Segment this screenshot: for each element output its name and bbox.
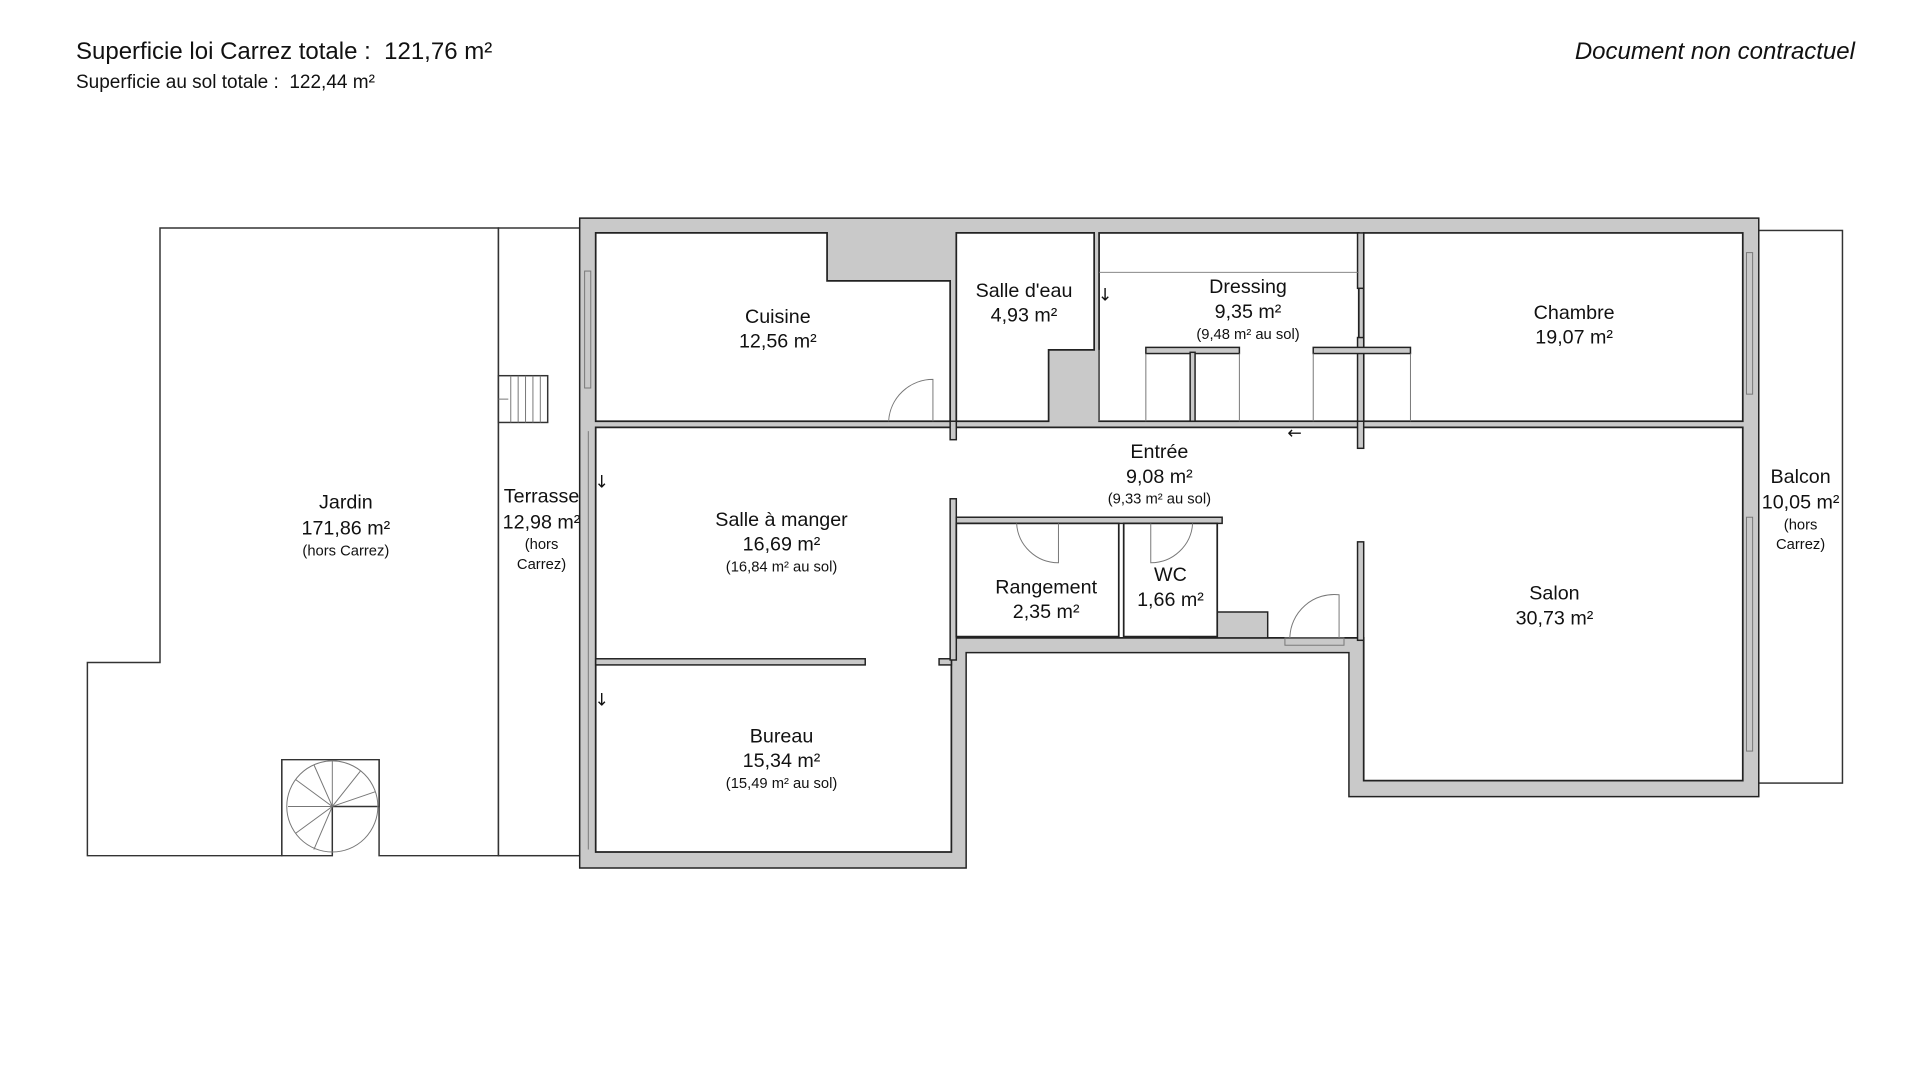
room-area: 171,86 m² xyxy=(302,517,391,539)
room-area: 1,66 m² xyxy=(1137,589,1204,611)
room-name: WC xyxy=(1154,564,1187,586)
room-sub: (15,49 m² au sol) xyxy=(726,776,838,792)
direction-arrows: ↓ ← ↓ ↓ xyxy=(594,286,1301,711)
room-area: 12,98 m² xyxy=(503,511,581,533)
room-area: 2,35 m² xyxy=(1013,601,1080,623)
rangement-room xyxy=(955,522,1120,638)
room-name: Entrée xyxy=(1130,441,1188,463)
room-area: 16,69 m² xyxy=(743,533,821,555)
windows xyxy=(584,252,1754,850)
disclaimer: Document non contractuel xyxy=(1574,38,1855,65)
label-dressing: Dressing 9,35 m² (9,48 m² au sol) xyxy=(1196,276,1299,343)
cuisine-room xyxy=(594,232,952,423)
chambre-room xyxy=(1362,232,1744,423)
label-salle-manger: Salle à manger 16,69 m² (16,84 m² au sol… xyxy=(715,509,848,576)
sol-total: Superficie au sol totale : 122,44 m² xyxy=(76,72,375,94)
room-sub: (hors xyxy=(1784,518,1818,534)
dressing-room xyxy=(1098,232,1360,423)
room-name: Cuisine xyxy=(745,306,811,328)
room-sub: (9,33 m² au sol) xyxy=(1108,492,1211,508)
balcon-area xyxy=(1758,229,1844,784)
wc-room xyxy=(1122,522,1219,638)
room-area: 9,35 m² xyxy=(1215,301,1282,323)
sol-label: Superficie au sol totale : xyxy=(76,72,279,93)
room-area: 19,07 m² xyxy=(1535,327,1613,349)
label-salle-eau: Salle d'eau 4,93 m² xyxy=(976,280,1073,327)
label-balcon: Balcon 10,05 m² (hors Carrez) xyxy=(1762,466,1840,553)
label-wc: WC 1,66 m² xyxy=(1137,564,1204,611)
stairs-icon xyxy=(497,374,549,424)
carrez-label: Superficie loi Carrez totale : xyxy=(76,38,371,65)
room-area: 9,08 m² xyxy=(1126,466,1193,488)
room-area: 4,93 m² xyxy=(991,305,1058,327)
label-jardin: Jardin 171,86 m² (hors Carrez) xyxy=(302,492,391,560)
room-sub: Carrez) xyxy=(517,557,566,573)
arrow-down-icon: ↓ xyxy=(594,473,608,493)
terrasse-area xyxy=(497,227,581,857)
label-terrasse: Terrasse 12,98 m² (hors Carrez) xyxy=(503,485,581,572)
doors xyxy=(888,378,1345,646)
label-chambre: Chambre 19,07 m² xyxy=(1534,302,1615,349)
room-name: Jardin xyxy=(319,492,373,514)
label-cuisine: Cuisine 12,56 m² xyxy=(739,306,817,353)
room-name: Chambre xyxy=(1534,302,1615,324)
room-name: Balcon xyxy=(1771,466,1831,488)
room-name: Salon xyxy=(1529,583,1579,605)
sol-value: 122,44 m² xyxy=(289,72,375,93)
room-sub: Carrez) xyxy=(1776,537,1825,553)
room-area: 30,73 m² xyxy=(1516,607,1594,629)
room-name: Bureau xyxy=(750,725,814,747)
arrow-down-icon: ↓ xyxy=(1098,286,1112,306)
room-area: 10,05 m² xyxy=(1762,492,1840,514)
label-rangement: Rangement 2,35 m² xyxy=(995,577,1097,624)
room-sub: (9,48 m² au sol) xyxy=(1196,327,1299,343)
room-area: 12,56 m² xyxy=(739,330,817,352)
label-salon: Salon 30,73 m² xyxy=(1516,583,1594,630)
room-area: 15,34 m² xyxy=(743,750,821,772)
room-name: Rangement xyxy=(995,577,1097,599)
label-bureau: Bureau 15,34 m² (15,49 m² au sol) xyxy=(726,725,838,792)
room-sub: (hors Carrez) xyxy=(302,543,389,559)
room-sub: (16,84 m² au sol) xyxy=(726,559,838,575)
room-name: Terrasse xyxy=(504,485,580,507)
room-name: Salle à manger xyxy=(715,509,848,531)
carrez-total: Superficie loi Carrez totale : 121,76 m² xyxy=(76,38,492,66)
arrow-left-icon: ← xyxy=(1287,423,1301,443)
room-name: Salle d'eau xyxy=(976,280,1073,302)
label-entree: Entrée 9,08 m² (9,33 m² au sol) xyxy=(1108,441,1211,508)
room-sub: (hors xyxy=(525,537,559,553)
room-name: Dressing xyxy=(1209,276,1287,298)
carrez-value: 121,76 m² xyxy=(384,38,493,65)
arrow-down-icon: ↓ xyxy=(594,691,608,711)
spiral-staircase-icon xyxy=(281,758,380,857)
